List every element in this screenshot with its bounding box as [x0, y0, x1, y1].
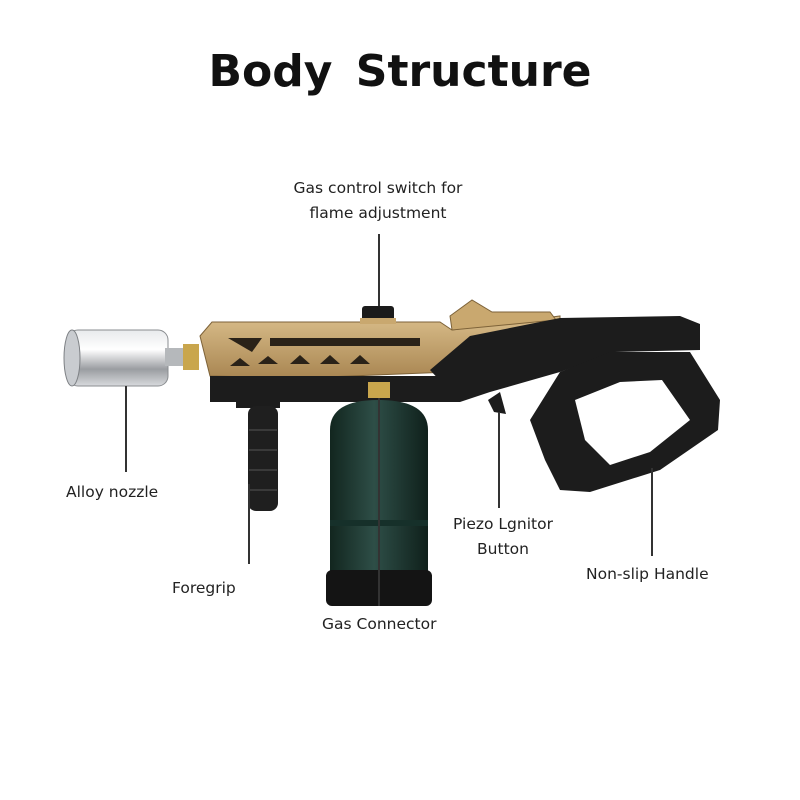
label-piezo-line1: Piezo Lgnitor: [453, 515, 553, 533]
leader-handle: [651, 468, 653, 556]
foregrip: [236, 390, 280, 511]
label-handle: Non-slip Handle: [586, 565, 709, 583]
leader-piezo: [498, 412, 500, 508]
label-gas-connector: Gas Connector: [322, 615, 437, 633]
leader-foregrip: [248, 484, 250, 564]
leader-alloy-nozzle: [125, 386, 127, 472]
label-piezo-line2: Button: [477, 540, 529, 558]
page-title: Body Structure: [208, 46, 592, 97]
label-gas-control-line2: flame adjustment: [309, 204, 447, 222]
label-alloy-nozzle: Alloy nozzle: [66, 483, 159, 501]
alloy-nozzle: [63, 329, 199, 387]
leader-gas-control: [378, 234, 380, 306]
gas-control-knob: [360, 306, 396, 324]
leader-gas-connector: [378, 398, 380, 606]
label-gas-control: Gas control switch for flame adjustment: [268, 176, 488, 226]
non-slip-handle: [210, 316, 720, 492]
label-gas-control-line1: Gas control switch for: [293, 179, 463, 197]
label-piezo: Piezo Lgnitor Button: [438, 512, 568, 562]
label-foregrip: Foregrip: [172, 579, 236, 597]
piezo-ignitor-button: [488, 392, 506, 414]
